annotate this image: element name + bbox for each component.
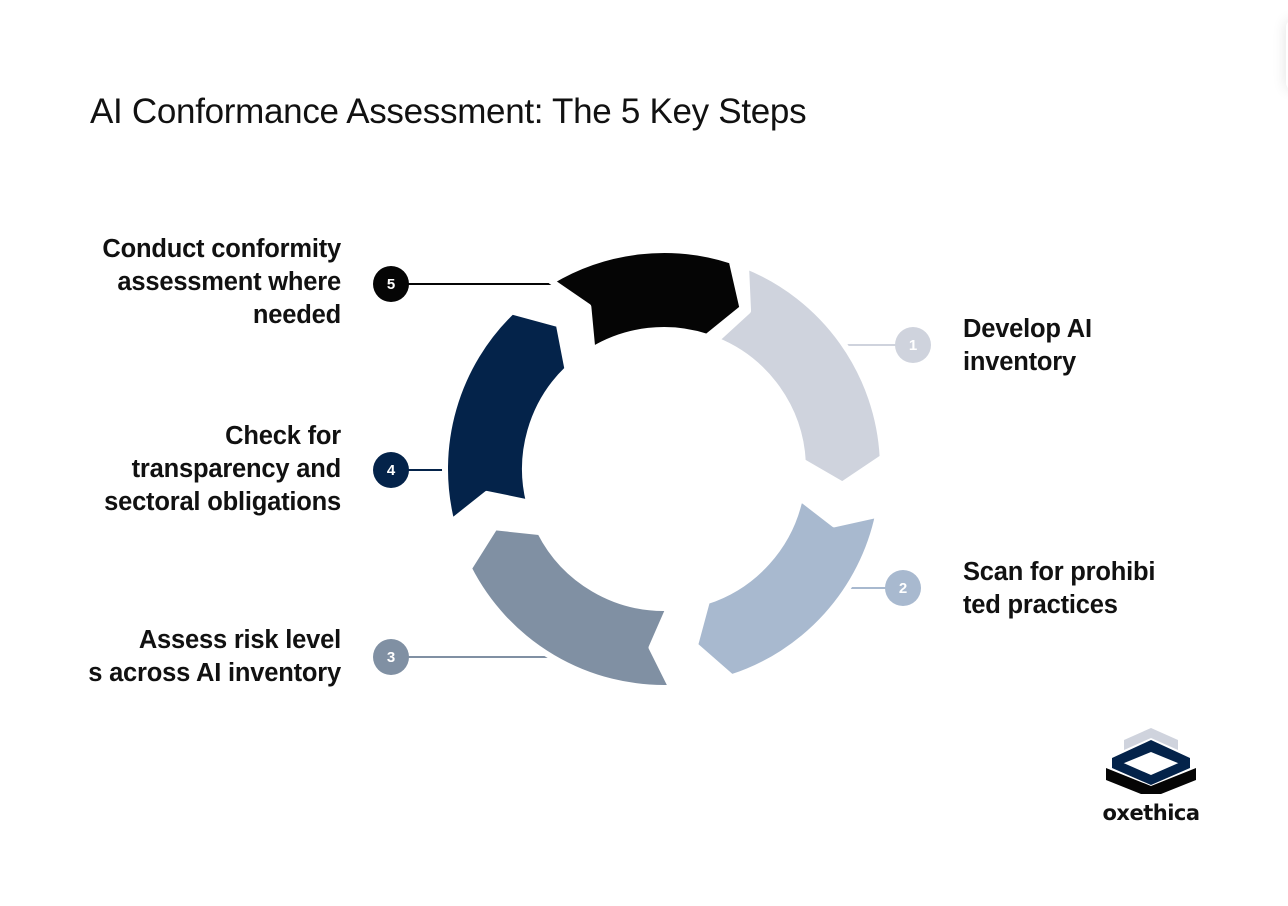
brand-name: oxethica (1102, 801, 1200, 825)
step-2-number: 2 (899, 580, 907, 597)
step-5-number: 5 (387, 276, 395, 293)
step-3-number: 3 (387, 649, 395, 666)
step-1-marker (895, 327, 931, 363)
step-3-marker (373, 639, 409, 675)
brand-logo: oxethica (1098, 728, 1204, 825)
logo-chevron-3 (1112, 758, 1190, 785)
step-4-marker (373, 452, 409, 488)
stacked-chevrons-icon (1106, 728, 1196, 798)
step-5-marker (373, 266, 409, 302)
step-1-segment (713, 262, 886, 488)
step-5-segment (548, 247, 746, 353)
step-3-segment (465, 524, 675, 691)
logo-chevron-1 (1124, 728, 1178, 750)
step-4-number: 4 (387, 462, 396, 479)
step-2-segment (692, 494, 882, 681)
step-4-segment (442, 308, 571, 525)
logo-chevron-2 (1112, 740, 1190, 768)
step-2-marker (885, 570, 921, 606)
step-1-number: 1 (909, 337, 917, 354)
page-title: AI Conformance Assessment: The 5 Key Ste… (90, 92, 807, 131)
logo-chevron-4 (1106, 768, 1196, 798)
